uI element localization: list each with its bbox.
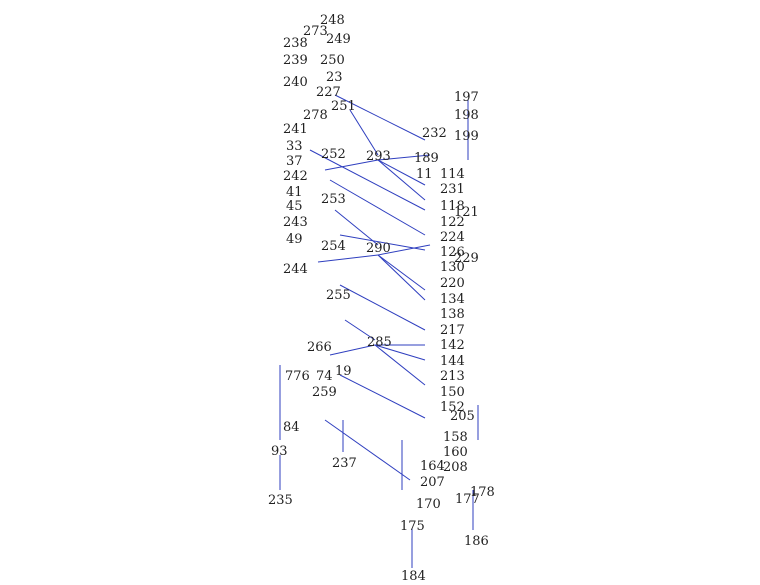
node-label: 37 — [286, 154, 303, 169]
edge — [339, 284, 426, 331]
node-label: 178 — [470, 485, 495, 500]
node-label: 41 — [286, 185, 303, 200]
node-label: 248 — [320, 13, 345, 28]
node-label: 207 — [420, 475, 445, 490]
node-label: 776 — [285, 369, 310, 384]
edge — [317, 254, 379, 263]
hub-node-label: 293 — [366, 149, 391, 164]
hub-node-label: 290 — [366, 241, 391, 256]
node-label: 217 — [440, 323, 465, 338]
node-label: 242 — [283, 169, 308, 184]
edge — [329, 344, 376, 356]
edge — [334, 94, 426, 141]
node-label: 229 — [454, 251, 479, 266]
node-label: 224 — [440, 230, 465, 245]
node-labels: 248 273 238 249 239 250 240 227 23 251 2… — [268, 13, 495, 584]
node-label: 130 — [440, 260, 465, 275]
node-label: 249 — [326, 32, 351, 47]
node-label: 227 — [316, 85, 341, 100]
node-label: 122 — [440, 215, 465, 230]
node-label: 150 — [440, 385, 465, 400]
edges — [279, 94, 479, 568]
node-label: 142 — [440, 338, 465, 353]
node-label: 199 — [454, 129, 479, 144]
node-label: 93 — [271, 444, 288, 459]
node-label: 184 — [401, 569, 426, 584]
node-label: 232 — [422, 126, 447, 141]
node-label: 255 — [326, 288, 351, 303]
node-label: 177 — [455, 492, 480, 507]
node-label: 197 — [454, 90, 479, 105]
node-label: 266 — [307, 340, 332, 355]
node-label: 238 — [283, 36, 308, 51]
edge — [374, 344, 426, 361]
edge — [329, 179, 426, 236]
node-label: 144 — [440, 354, 465, 369]
node-label: 126 — [440, 245, 465, 260]
node-label: 170 — [416, 497, 441, 512]
node-label: 253 — [321, 192, 346, 207]
edge — [344, 319, 376, 341]
node-label: 273 — [303, 24, 328, 39]
node-label: 205 — [450, 409, 475, 424]
node-label: 175 — [400, 519, 425, 534]
node-label: 208 — [443, 460, 468, 475]
node-label: 198 — [454, 108, 479, 123]
edge — [334, 209, 379, 246]
edge — [324, 159, 379, 171]
node-label: 254 — [321, 239, 346, 254]
node-label: 164 — [420, 459, 445, 474]
node-label: 45 — [286, 199, 303, 214]
edge — [339, 234, 426, 251]
node-label: 152 — [440, 400, 465, 415]
node-label: 189 — [414, 151, 439, 166]
node-label: 250 — [320, 53, 345, 68]
node-label: 84 — [283, 420, 300, 435]
node-label: 23 — [326, 70, 343, 85]
edge — [339, 374, 426, 419]
edge — [349, 109, 379, 156]
edge — [377, 254, 426, 301]
node-label: 138 — [440, 307, 465, 322]
node-label: 11 — [416, 167, 433, 182]
node-label: 74 — [316, 369, 333, 384]
node-label: 240 — [283, 75, 308, 90]
edge — [309, 149, 426, 211]
node-label: 235 — [268, 493, 293, 508]
edge — [377, 159, 426, 201]
node-label: 252 — [321, 147, 346, 162]
node-label: 239 — [283, 53, 308, 68]
node-label: 241 — [283, 122, 308, 137]
node-label: 259 — [312, 385, 337, 400]
edge — [377, 244, 431, 256]
node-label: 220 — [440, 276, 465, 291]
node-label: 134 — [440, 292, 465, 307]
node-label: 278 — [303, 108, 328, 123]
edge — [377, 254, 426, 291]
node-label: 160 — [443, 445, 468, 460]
node-label: 158 — [443, 430, 468, 445]
hub-node-label: 285 — [367, 335, 392, 350]
edge — [374, 344, 426, 386]
edge — [377, 154, 431, 161]
node-label: 33 — [286, 139, 303, 154]
node-label: 114 — [440, 167, 465, 182]
node-label: 118 — [440, 199, 465, 214]
node-label: 244 — [283, 262, 308, 277]
node-label: 49 — [286, 232, 303, 247]
node-label: 251 — [331, 99, 356, 114]
node-label: 19 — [335, 364, 352, 379]
node-label: 186 — [464, 534, 489, 549]
edge — [377, 159, 426, 186]
node-label: 237 — [332, 456, 357, 471]
node-label: 213 — [440, 369, 465, 384]
node-label: 243 — [283, 215, 308, 230]
node-label: 231 — [440, 182, 465, 197]
edge — [324, 419, 411, 481]
node-label: 121 — [454, 205, 479, 220]
